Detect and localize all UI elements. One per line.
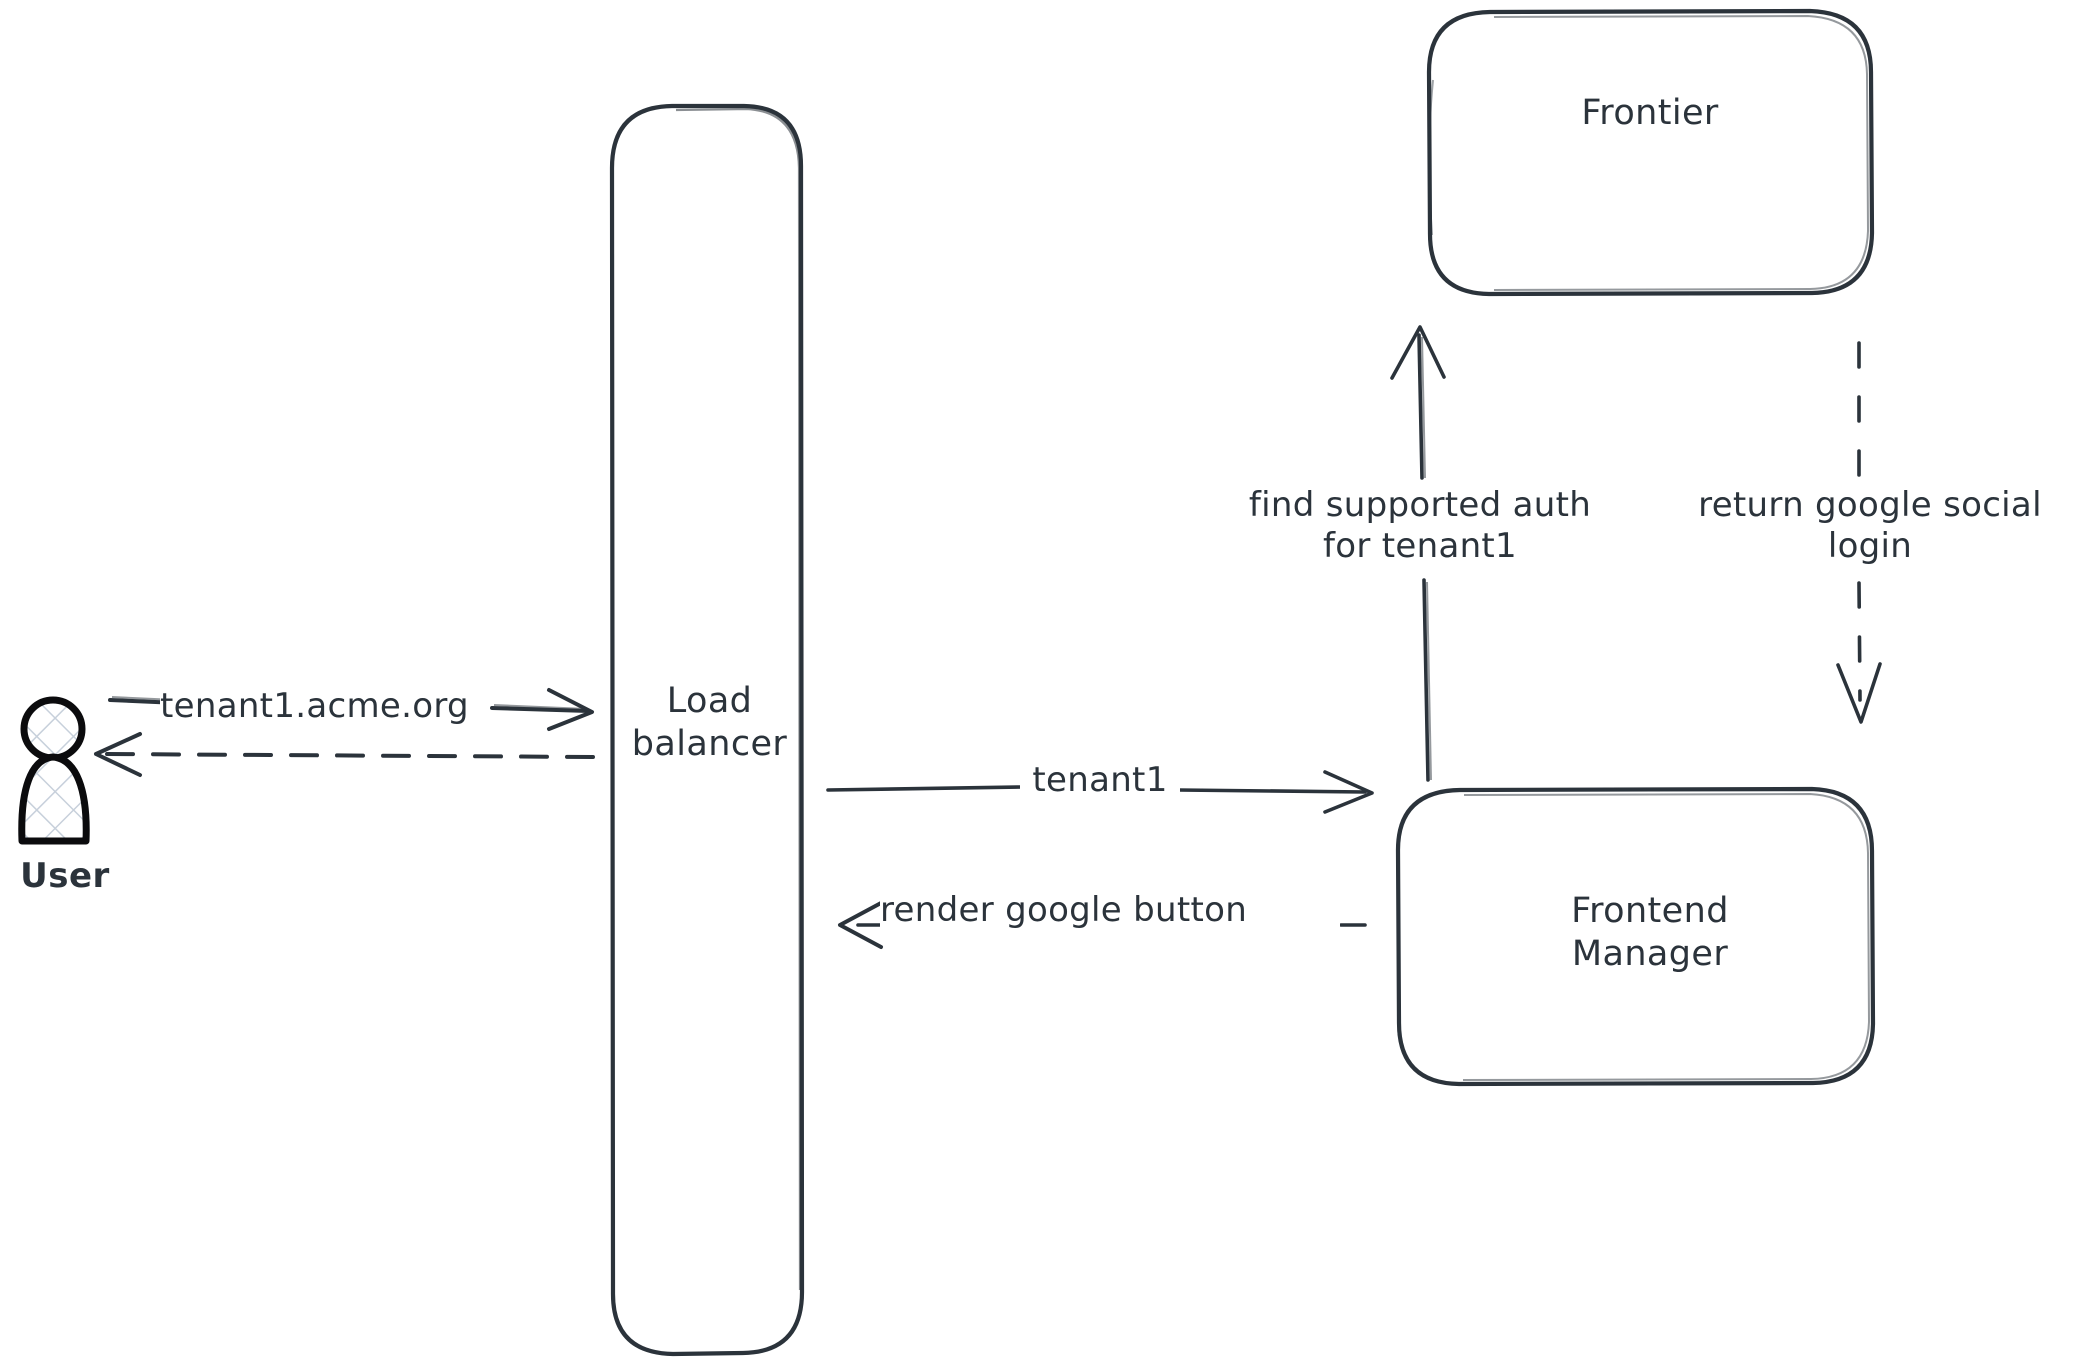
edge-label-render-google-button: render google button: [880, 890, 1340, 932]
load-balancer-label: Load balancer: [631, 681, 788, 764]
edge-label-tenant1: tenant1: [1020, 760, 1180, 802]
edge-frontier-to-frontendmanager: [1836, 341, 1882, 724]
frontier-box[interactable]: [1426, 8, 1875, 297]
edge-loadbalancer-to-frontendmanager: [826, 770, 1374, 814]
user-actor-label: User: [20, 856, 110, 896]
frontier-label: Frontier: [1581, 93, 1719, 133]
edge-user-to-loadbalancer: [108, 688, 594, 731]
frontend-manager-label: Frontend Manager: [1571, 891, 1729, 974]
edge-label-tenant-acme-org: tenant1.acme.org: [160, 686, 490, 728]
edge-label-return-google-social-login: return google social login: [1660, 485, 2080, 568]
edge-frontendmanager-to-frontier: [1390, 325, 1446, 782]
load-balancer-box[interactable]: [609, 103, 805, 1357]
frontend-manager-box[interactable]: [1395, 786, 1876, 1087]
edge-loadbalancer-to-user: [94, 732, 595, 777]
edge-label-find-supported-auth: find supported auth for tenant1: [1215, 485, 1625, 568]
user-person-icon: [18, 696, 90, 845]
